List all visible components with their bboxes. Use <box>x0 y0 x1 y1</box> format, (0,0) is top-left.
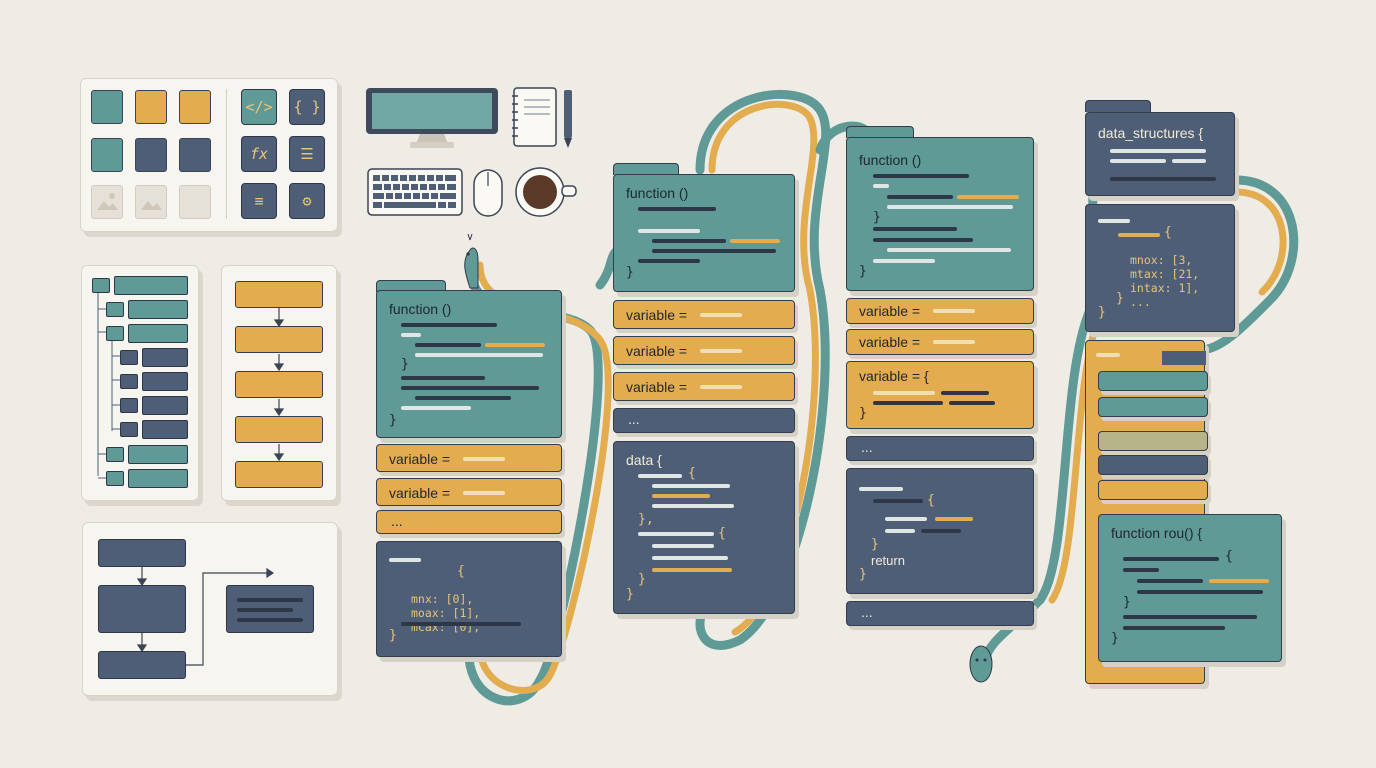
gold-swatch[interactable] <box>179 90 211 124</box>
folder-icon[interactable] <box>106 302 124 317</box>
return-block[interactable]: { } return } <box>846 468 1034 594</box>
notebook-icon <box>510 86 558 153</box>
teal-swatch[interactable] <box>91 90 123 124</box>
variable-object-block[interactable]: variable = { } <box>846 361 1034 429</box>
flow-step[interactable] <box>235 416 323 443</box>
folder-tree-panel <box>81 265 199 501</box>
variable-block[interactable]: variable = <box>613 336 795 365</box>
function-heading: function () <box>389 301 452 317</box>
ellipsis-block[interactable]: ... <box>376 510 562 534</box>
text-lines-icon[interactable]: ≡ <box>241 183 277 219</box>
variable-block[interactable]: variable = <box>376 444 562 472</box>
image-icon[interactable] <box>91 185 123 219</box>
tree-item[interactable] <box>128 324 188 343</box>
diagram-node[interactable] <box>98 651 186 679</box>
pen-icon <box>562 88 574 155</box>
folder-icon[interactable] <box>106 447 124 462</box>
ellipsis-block[interactable]: ... <box>846 436 1034 461</box>
teal-swatch[interactable] <box>91 138 123 172</box>
function-block[interactable]: function () } <box>613 174 795 292</box>
flow-arrows <box>273 308 285 462</box>
gold-swatch[interactable] <box>135 90 167 124</box>
braces-icon[interactable]: { } <box>289 89 325 125</box>
snake-icon <box>965 632 997 691</box>
data-block[interactable]: { mnx: [0], moax: [1], mcax: [0], } <box>376 541 562 657</box>
snake-icon <box>452 230 492 295</box>
tree-item[interactable] <box>142 420 188 439</box>
diagram-detail-node[interactable] <box>226 585 314 633</box>
code-icon[interactable]: </> <box>241 89 277 125</box>
flow-step[interactable] <box>235 461 323 488</box>
data-block[interactable]: data { { }, { } } <box>613 441 795 614</box>
keyboard-icon <box>367 168 463 221</box>
diagram-node[interactable] <box>98 585 186 633</box>
tree-item[interactable] <box>142 348 188 367</box>
close-brace: } <box>401 357 409 372</box>
mouse-icon <box>472 168 504 223</box>
function-icon[interactable]: fx <box>241 136 277 172</box>
function-row-block[interactable]: function rou() { { } } <box>1098 514 1282 662</box>
diagram-panel <box>82 522 338 696</box>
folder-tab <box>376 280 446 292</box>
slate-swatch[interactable] <box>179 138 211 172</box>
data-structures-block[interactable]: data_structures { <box>1085 112 1235 196</box>
flowchart-panel <box>221 265 337 501</box>
variable-block[interactable]: variable = <box>613 372 795 401</box>
variable-block[interactable]: variable = <box>846 298 1034 324</box>
folder-icon[interactable] <box>120 350 138 365</box>
folder-icon[interactable] <box>120 374 138 389</box>
variable-block[interactable]: variable = <box>376 478 562 506</box>
divider <box>226 89 227 219</box>
ellipsis-block[interactable]: ... <box>846 601 1034 626</box>
flow-step[interactable] <box>235 371 323 398</box>
monitor-icon <box>364 86 500 157</box>
coffee-cup-icon <box>514 166 580 223</box>
diagram-arrows <box>136 567 275 666</box>
variable-block[interactable]: variable = <box>613 300 795 329</box>
function-block[interactable]: function () } } <box>376 290 562 438</box>
folder-tab <box>613 163 679 175</box>
stack-item[interactable] <box>1098 480 1208 500</box>
diagram-node[interactable] <box>98 539 186 567</box>
tree-item[interactable] <box>128 300 188 319</box>
flow-step[interactable] <box>235 326 323 353</box>
stack-item[interactable] <box>1098 455 1208 475</box>
folder-icon[interactable] <box>120 422 138 437</box>
stack-item[interactable] <box>1098 397 1208 417</box>
image-icon[interactable] <box>135 185 167 219</box>
folder-icon[interactable] <box>106 471 124 486</box>
stack-item[interactable] <box>1098 431 1208 451</box>
tree-item[interactable] <box>128 445 188 464</box>
object-block[interactable]: { mnox: [3, mtax: [21, intax: 1], ... } … <box>1085 204 1235 332</box>
function-block[interactable]: function () } } <box>846 137 1034 291</box>
variable-block[interactable]: variable = <box>846 329 1034 355</box>
icon-palette-panel: </> { } fx ☰ ≡ ⚙ <box>80 78 338 232</box>
flow-step[interactable] <box>235 281 323 308</box>
return-keyword: return <box>871 553 905 568</box>
tree-item[interactable] <box>142 372 188 391</box>
slate-swatch[interactable] <box>135 138 167 172</box>
folder-icon[interactable] <box>120 398 138 413</box>
tree-item[interactable] <box>128 469 188 488</box>
tree-item[interactable] <box>114 276 188 295</box>
close-brace: } <box>389 413 397 428</box>
list-icon[interactable]: ☰ <box>289 136 325 172</box>
code-snippet: mnox: [3, mtax: [21, intax: 1], ... <box>1130 253 1200 309</box>
stack-item[interactable] <box>1098 371 1208 391</box>
tree-item[interactable] <box>142 396 188 415</box>
tree-lines <box>97 292 120 479</box>
folder-tab <box>1085 100 1151 112</box>
ellipsis-block[interactable]: ... <box>613 408 795 433</box>
folder-icon[interactable] <box>106 326 124 341</box>
blank-file-icon[interactable] <box>179 185 211 219</box>
folder-tab <box>846 126 914 138</box>
folder-icon[interactable] <box>92 278 110 293</box>
gear-icon[interactable]: ⚙ <box>289 183 325 219</box>
